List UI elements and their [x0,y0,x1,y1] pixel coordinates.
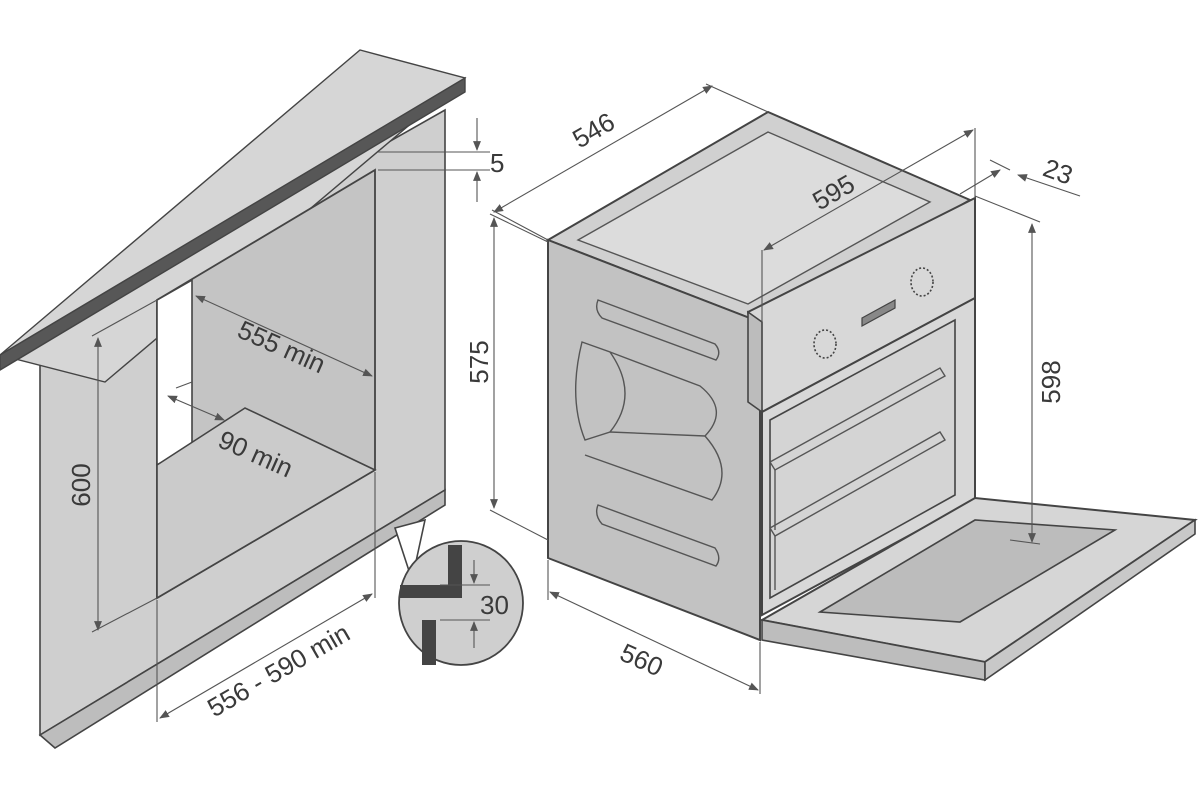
oven [545,110,1198,682]
plinth-gap-label: 30 [480,590,509,620]
oven-front-height-label: 598 [1036,360,1066,403]
countertop-edge [0,76,466,371]
oven-knob-left-icon [813,329,837,359]
oven-panel-depth-label: 23 [1039,153,1076,191]
oven-display [861,298,896,328]
oven-door-glass [817,519,1118,623]
niche-height-label: 600 [66,463,96,506]
niche-gap-top-label: 5 [490,148,504,178]
niche-left-side [156,278,193,467]
cabinet-niche [0,49,467,749]
oven-knob-right-icon [910,267,934,297]
oven-depth-label: 546 [567,106,620,154]
plinth-detail-callout: 30 [393,518,524,666]
niche-floor [156,407,377,600]
oven-side [547,238,761,642]
oven-body-height-label: 575 [464,340,494,383]
oven-cavity [769,318,956,600]
